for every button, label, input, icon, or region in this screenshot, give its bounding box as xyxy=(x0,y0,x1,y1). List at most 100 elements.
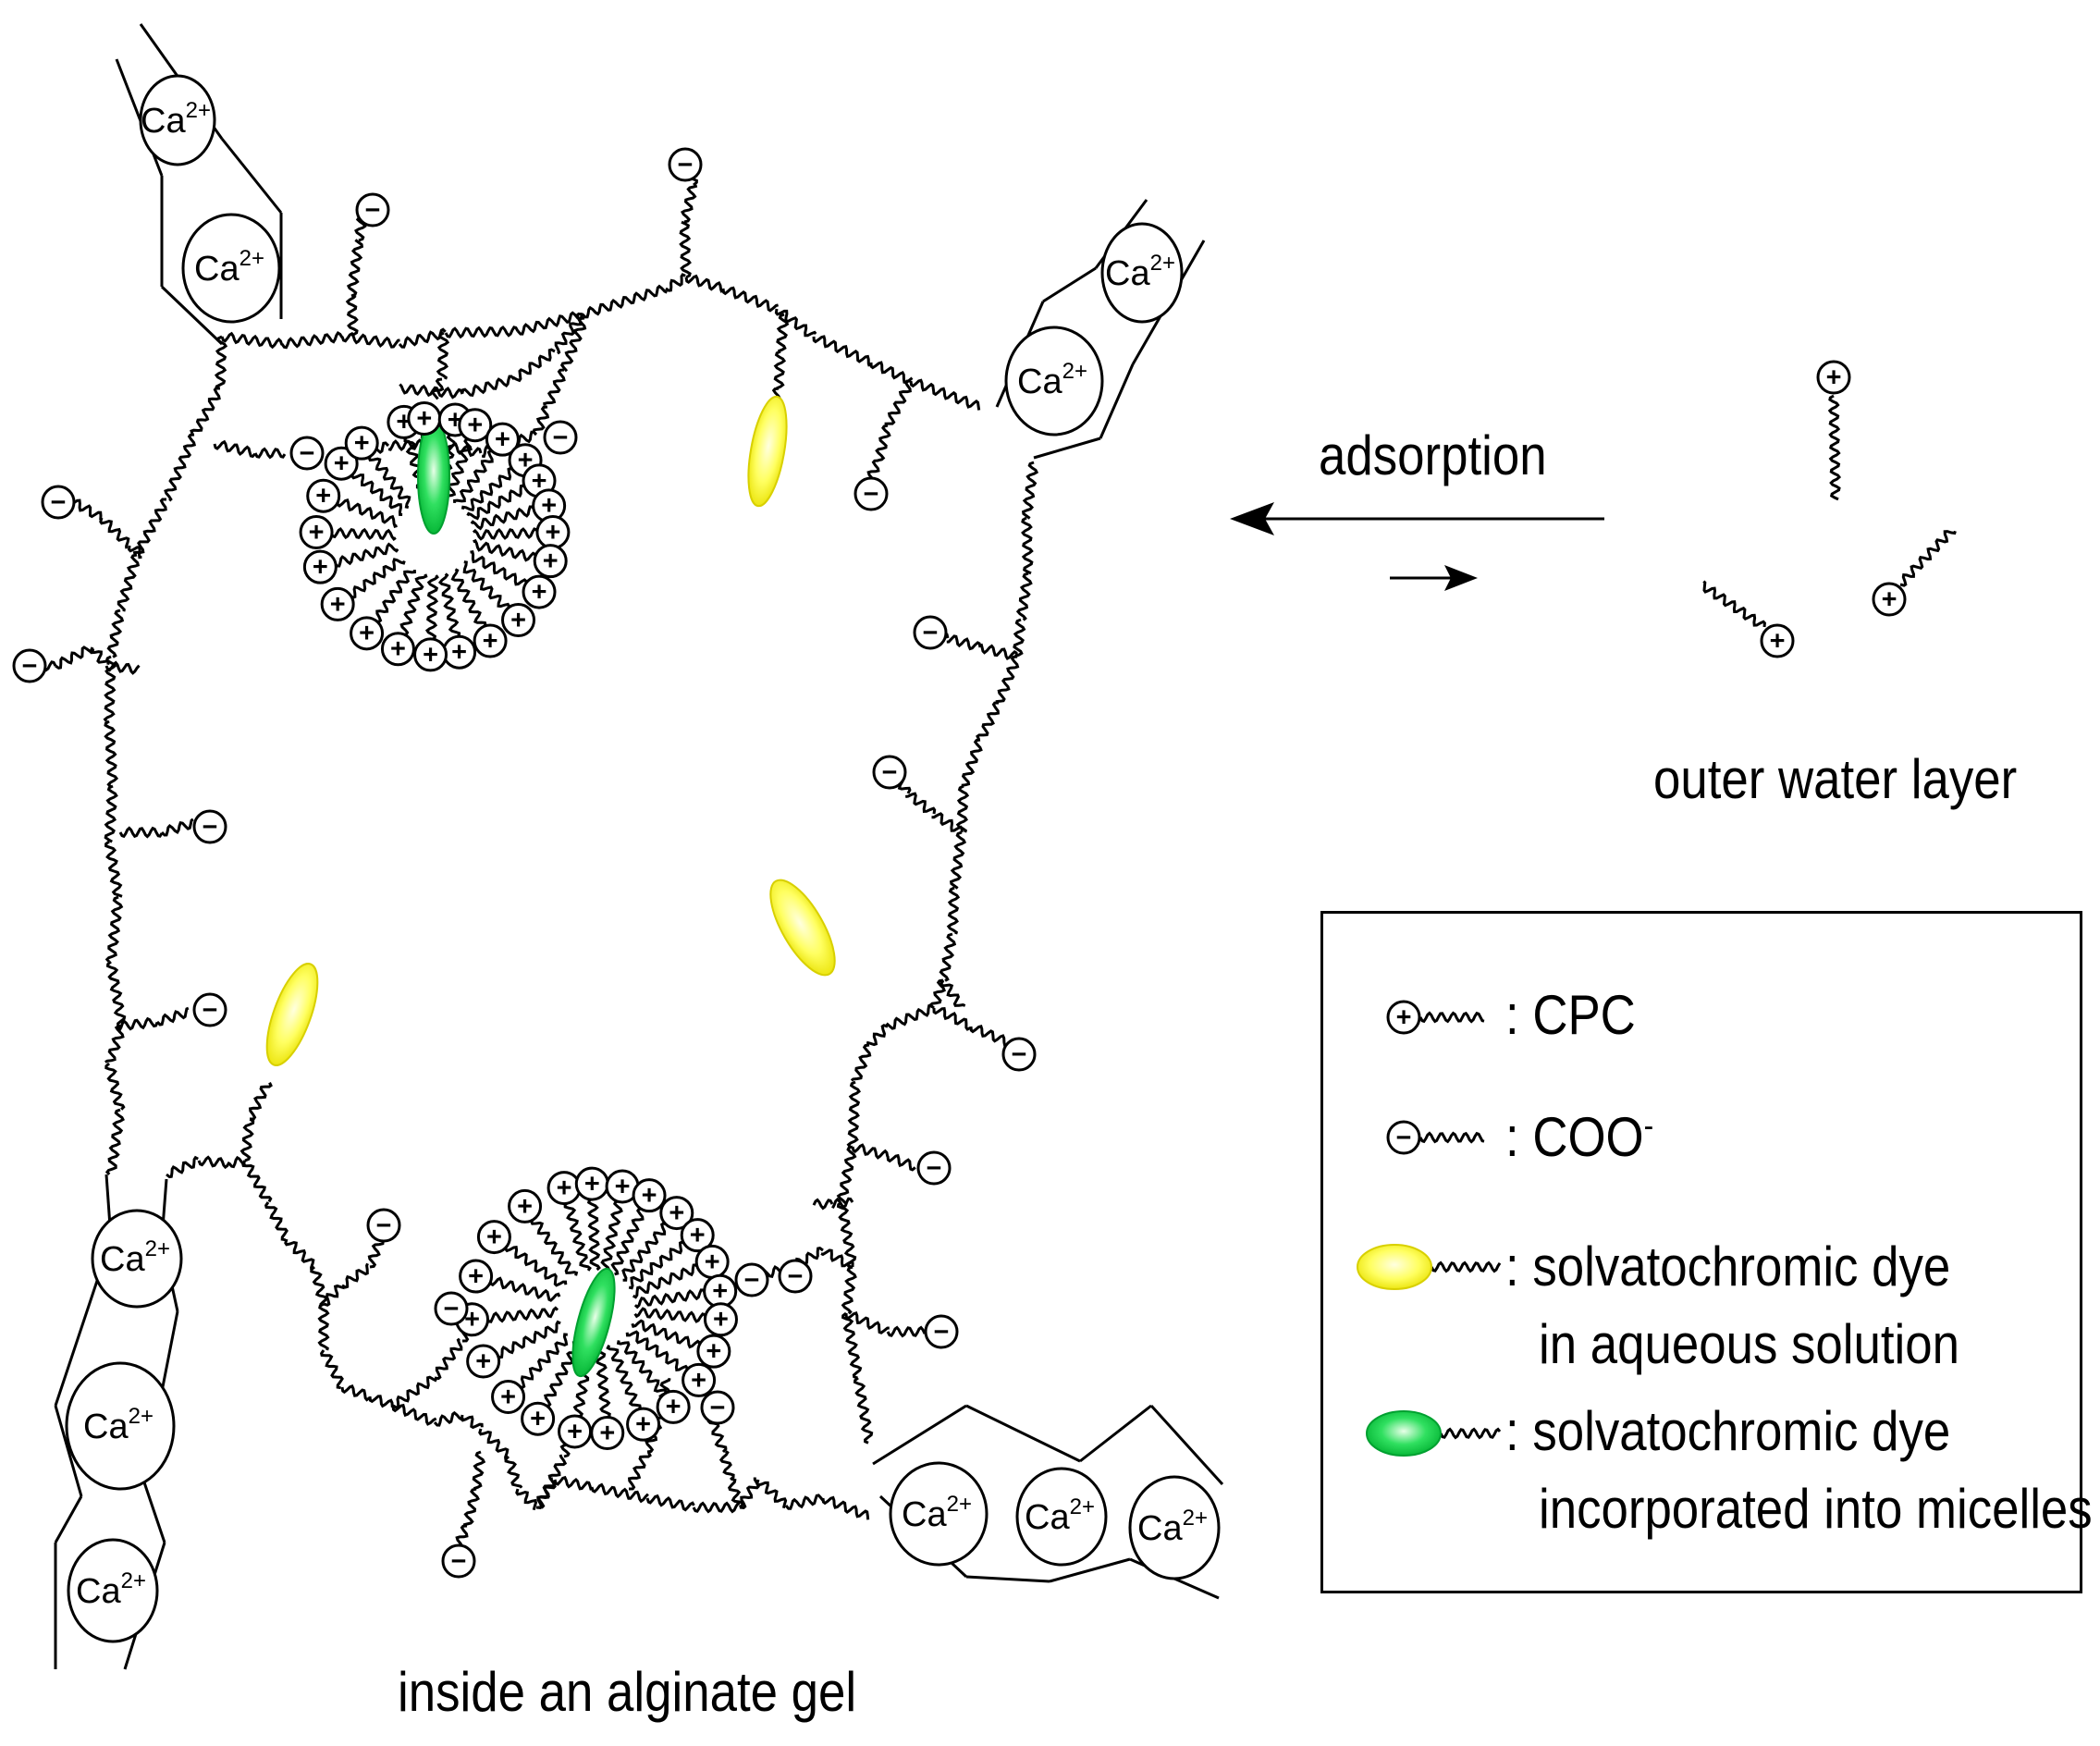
calcium-charge: 2+ xyxy=(1150,251,1175,276)
green-dye-icon xyxy=(1366,1410,1442,1457)
plus-ion-icon: + xyxy=(546,1171,582,1206)
ion-sign: + xyxy=(475,1346,491,1376)
ion-sign: − xyxy=(927,1153,942,1183)
minus-ion-icon: − xyxy=(924,1314,959,1349)
polymer-chain xyxy=(866,1024,889,1047)
calcium-charge: 2+ xyxy=(1070,1494,1095,1519)
polymer-chain xyxy=(1418,1131,1485,1144)
ion-circle xyxy=(522,574,557,609)
ion-circle xyxy=(700,1390,735,1425)
surfactant-tail xyxy=(485,1306,559,1323)
legend-dye-aqueous-line2: in aqueous solution xyxy=(1539,1313,1960,1375)
calcium-ion-icon: Ca2+ xyxy=(1004,326,1104,436)
plus-ion-icon: + xyxy=(696,1334,731,1369)
polymer-chain xyxy=(812,1198,834,1211)
inside-gel-label: inside an alginate gel xyxy=(398,1661,857,1723)
polymer-chain xyxy=(939,932,957,982)
ion-circle xyxy=(302,549,338,584)
polymer-chain xyxy=(590,1482,649,1504)
legend-box xyxy=(1320,911,2082,1593)
plus-ion-icon: + xyxy=(632,1178,667,1213)
polymer-chain xyxy=(368,1395,394,1408)
polymer-chain xyxy=(645,1494,695,1512)
plus-ion-icon: + xyxy=(605,1169,640,1204)
ion-sign: + xyxy=(330,590,346,620)
ion-circle xyxy=(668,147,703,182)
plus-ion-icon: + xyxy=(521,1401,556,1436)
ion-circle xyxy=(656,1389,691,1424)
ion-circle xyxy=(508,1188,543,1223)
ion-circle xyxy=(473,623,508,658)
polymer-chain xyxy=(399,383,464,400)
ion-sign: + xyxy=(500,1383,516,1412)
calcium-ions: Ca2+Ca2+Ca2+Ca2+Ca2+Ca2+Ca2+Ca2+Ca2+Ca2+ xyxy=(65,74,1221,1643)
surfactant-tail xyxy=(1827,394,1842,501)
plus-ion-icon: + xyxy=(466,1344,501,1379)
polymer-chain xyxy=(444,325,520,339)
plus-ion-icon: + xyxy=(344,425,379,461)
polymer-chain xyxy=(132,498,167,555)
polymer-chain xyxy=(853,1376,874,1445)
surfactant-tail xyxy=(518,1333,569,1390)
calcium-label: Ca2+ xyxy=(902,1492,972,1534)
polymer-chain xyxy=(460,1414,484,1430)
polymer-chain xyxy=(190,387,221,435)
plus-ion-icon: + xyxy=(501,603,536,638)
surfactant-tail xyxy=(367,454,411,510)
surfactant-tail xyxy=(621,1222,668,1282)
legend-dye-aqueous-line1: : solvatochromic dye xyxy=(1505,1236,1951,1297)
polymer-chain xyxy=(850,1043,872,1082)
ion-sign: + xyxy=(690,1221,706,1250)
ion-circle xyxy=(459,1259,494,1294)
polymer-chain xyxy=(340,1384,371,1402)
ion-circle xyxy=(558,1414,593,1449)
surfactant-tail xyxy=(625,1330,689,1372)
ion-sign: − xyxy=(365,195,381,225)
surfactant-tail xyxy=(616,1340,668,1396)
calcium-charge: 2+ xyxy=(1183,1506,1208,1531)
polymer-chain xyxy=(932,1006,971,1031)
yellow-dye-icon xyxy=(1357,1244,1432,1290)
polymer-chain xyxy=(241,1160,273,1203)
plus-ion-icon: + xyxy=(458,408,493,443)
polymer-chain xyxy=(773,350,787,390)
polymer-chain xyxy=(160,818,194,837)
calcium-charge: 2+ xyxy=(129,1404,154,1429)
polymer-chains xyxy=(35,164,1957,1549)
polymer-chain xyxy=(875,424,891,462)
polymer-chain xyxy=(166,1155,199,1179)
polymer-chain xyxy=(841,1311,863,1380)
ion-sign: + xyxy=(615,1172,631,1201)
surfactant-tail xyxy=(628,1240,686,1290)
minus-ion-icon: − xyxy=(441,1543,476,1579)
ion-sign: + xyxy=(584,1169,600,1199)
green-dye-icon xyxy=(417,418,450,535)
egg-box-line xyxy=(141,1479,166,1543)
green-dye-icon xyxy=(571,1267,616,1378)
calcium-circle xyxy=(139,74,216,166)
ion-sign: + xyxy=(666,1393,682,1422)
polymer-chain xyxy=(841,1265,857,1315)
polymer-chain xyxy=(755,1479,788,1509)
plus-ion-icon: + xyxy=(590,1415,625,1450)
calcium-circle xyxy=(1128,1475,1221,1580)
dyes xyxy=(265,395,1442,1457)
calcium-charge: 2+ xyxy=(145,1236,170,1261)
ion-sign: + xyxy=(706,1337,721,1367)
polymer-chain xyxy=(346,239,364,298)
polymer-chain xyxy=(197,1155,231,1170)
surfactant-tail xyxy=(462,560,511,610)
surfactant-tail xyxy=(496,1320,561,1359)
ion-circle xyxy=(344,425,379,461)
egg-box-line xyxy=(1049,1557,1131,1583)
calcium-charge: 2+ xyxy=(239,246,264,271)
polymer-chain xyxy=(104,1025,125,1064)
ion-circle xyxy=(924,1314,959,1349)
egg-box-line xyxy=(872,1404,967,1466)
ion-sign: − xyxy=(22,651,38,681)
egg-box-line xyxy=(1079,1404,1152,1463)
polymer-chain xyxy=(536,1454,568,1509)
calcium-circle xyxy=(1015,1467,1108,1567)
ion-circle xyxy=(299,515,334,550)
surfactant-tail xyxy=(1899,530,1957,587)
